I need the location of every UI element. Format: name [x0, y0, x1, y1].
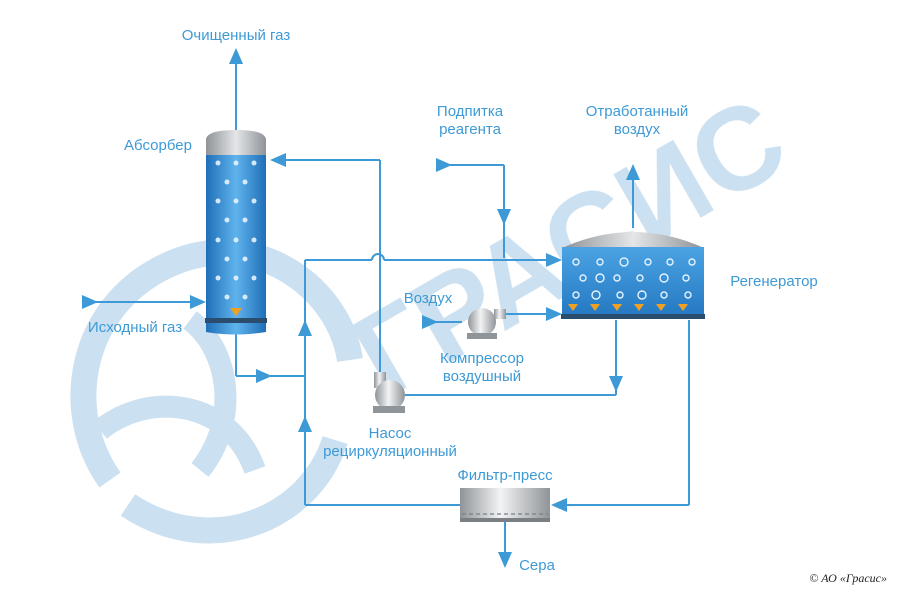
- sulfur-label: Сера: [519, 557, 556, 574]
- reagent-makeup-label-line1: Подпитка: [437, 103, 504, 120]
- air-label: Воздух: [404, 290, 453, 307]
- absorber-outlet-icon: [230, 308, 242, 316]
- compressor-label-line1: Компрессор: [440, 350, 524, 367]
- purified-gas-label: Очищенный газ: [182, 27, 291, 44]
- flow-lines: [82, 48, 690, 568]
- absorber-bubbles: [215, 160, 257, 300]
- pump-label-line1: Насос: [369, 425, 412, 442]
- regenerator-bubbles: [572, 257, 696, 300]
- feed-gas-label: Исходный газ: [88, 319, 182, 336]
- filter-press-icon: [460, 488, 550, 522]
- regenerator-label: Регенератор: [730, 273, 818, 290]
- spent-air-label-line2: воздух: [614, 121, 661, 138]
- air-compressor-icon: [467, 308, 506, 339]
- recirculation-pump-icon: [373, 372, 405, 413]
- spent-air-label-line1: Отработанный: [586, 103, 689, 120]
- absorber-column: [205, 130, 267, 335]
- regenerator-spargers-icon: [568, 304, 688, 311]
- compressor-label-line2: воздушный: [443, 368, 521, 385]
- absorber-label: Абсорбер: [124, 137, 192, 154]
- pump-label-line2: рециркуляционный: [323, 443, 457, 460]
- regenerator-tank: [561, 232, 705, 319]
- reagent-makeup-label-line2: реагента: [439, 121, 501, 138]
- copyright-text: © АО «Грасис»: [809, 571, 887, 585]
- filter-press-label: Фильтр-пресс: [457, 467, 553, 484]
